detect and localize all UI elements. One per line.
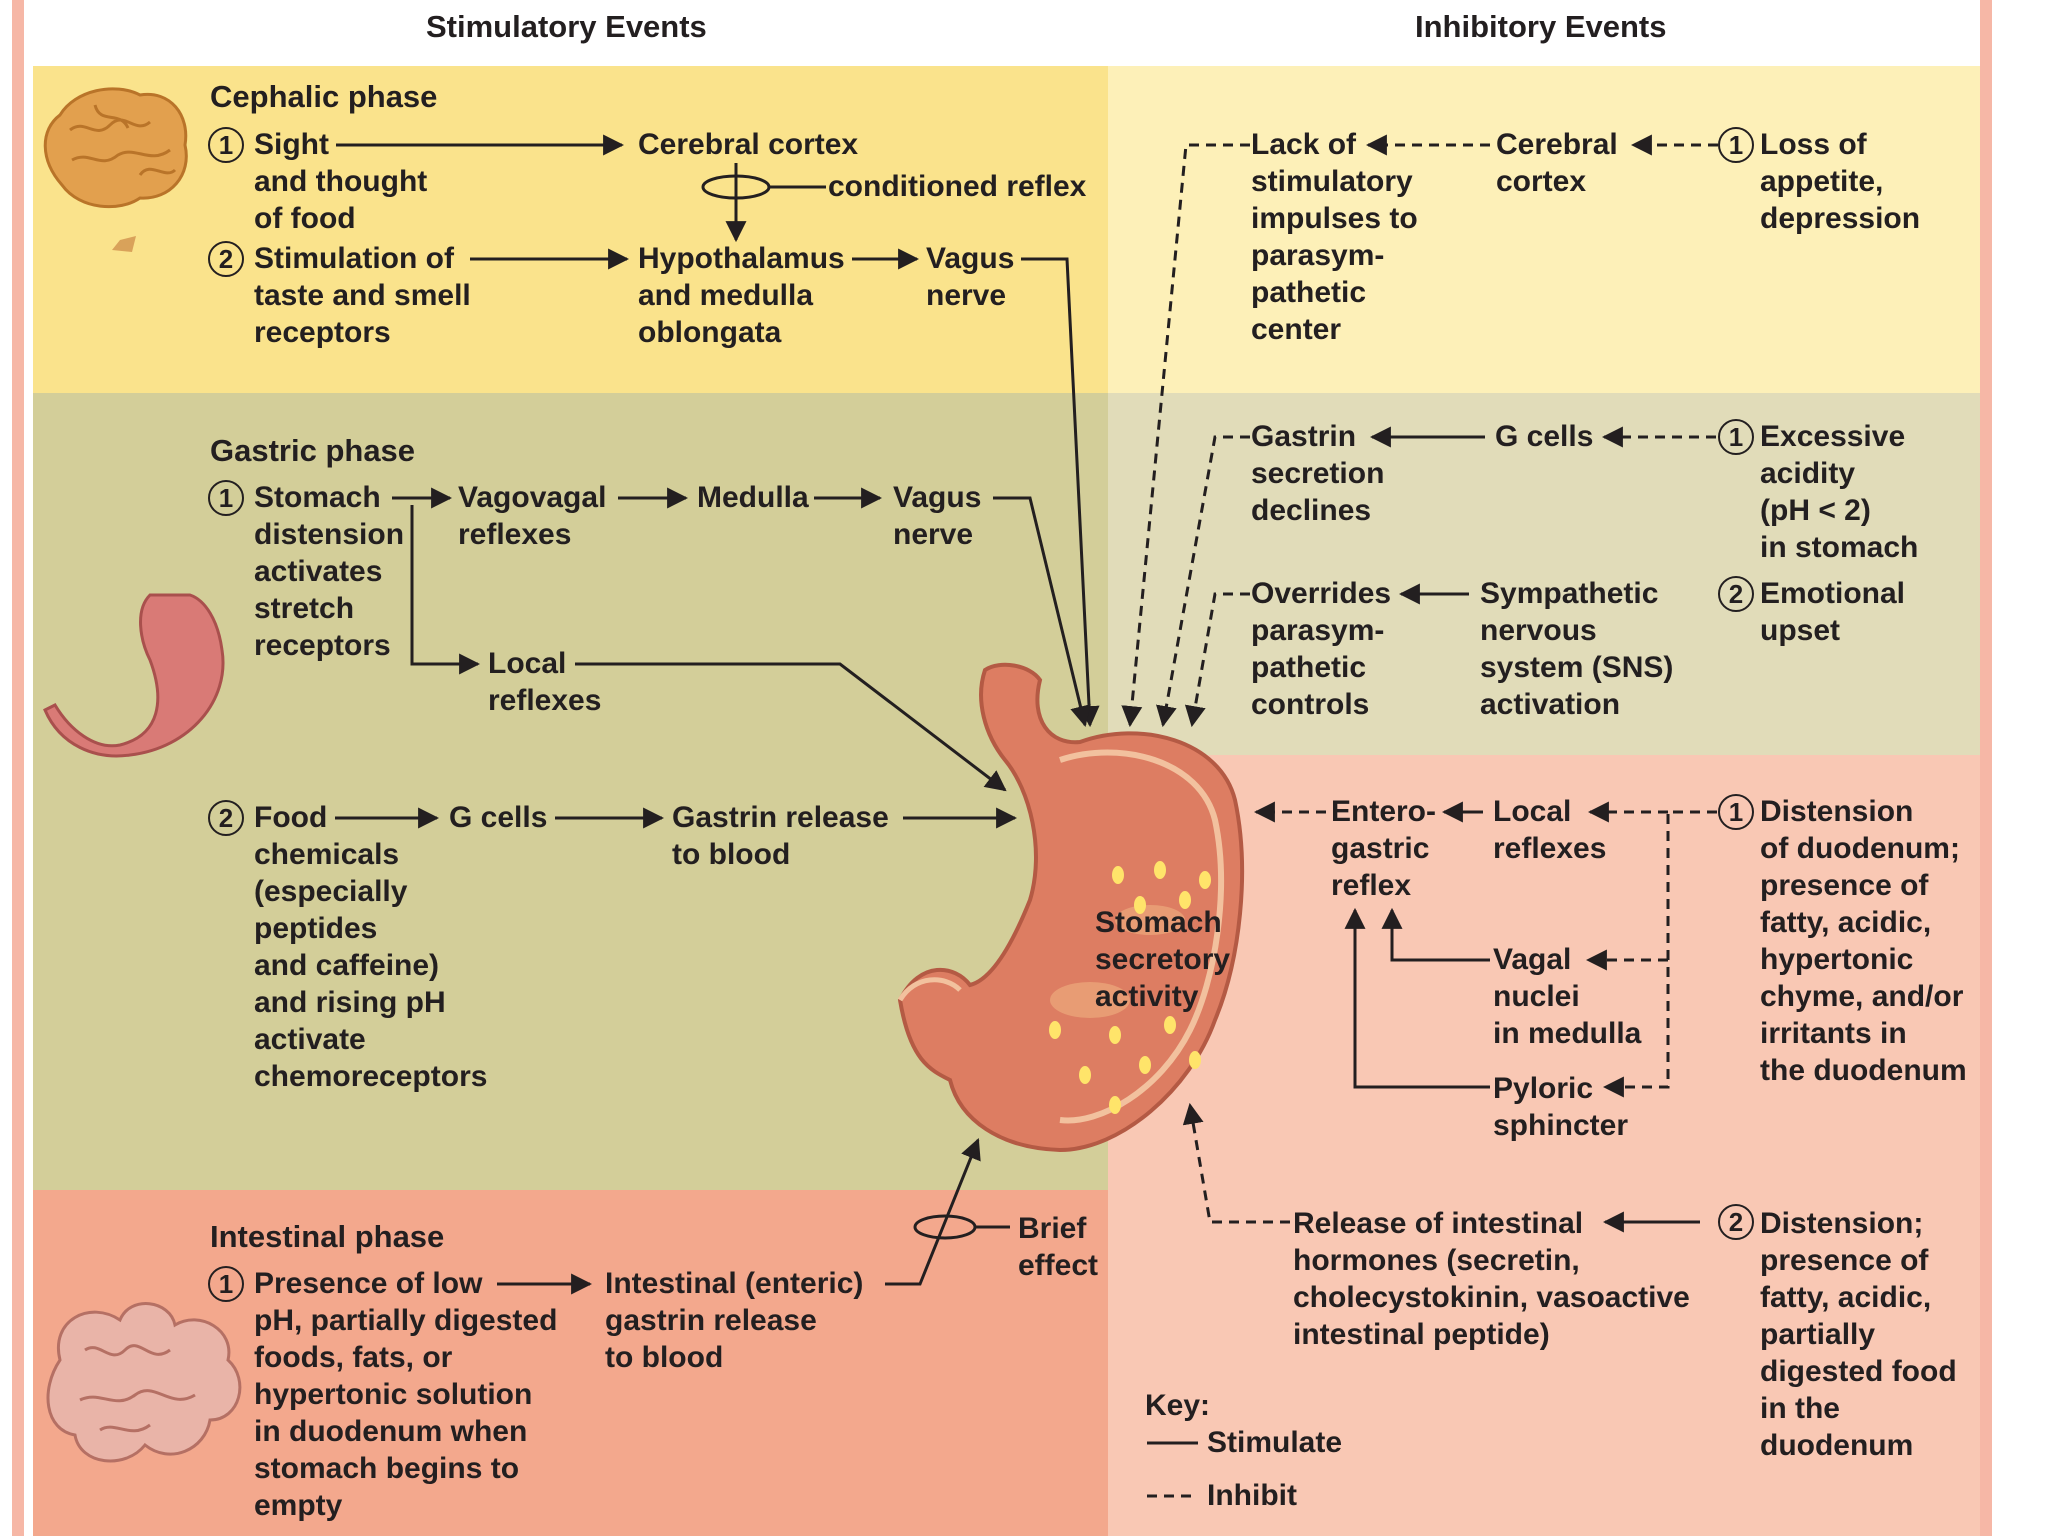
- enterogastric-reflex-text: Entero- gastric reflex: [1331, 795, 1436, 902]
- step-2-badge: 2: [1718, 1204, 1754, 1240]
- step-1-badge: 1: [208, 127, 244, 163]
- intestine-icon: [46, 1302, 242, 1463]
- key-stimulate-label: Stimulate: [1207, 1426, 1343, 1459]
- step-2-badge: 2: [1718, 576, 1754, 612]
- intestinal-gastrin-text: Intestinal (enteric) gastrin release to …: [605, 1267, 864, 1374]
- cephalic-stimulatory-panel: [33, 66, 1108, 393]
- inhibitory-cerebral-cortex-text: Cerebral cortex: [1496, 128, 1618, 198]
- brief-effect-text: Brief effect: [1018, 1212, 1099, 1282]
- emotional-upset-text: Emotional upset: [1760, 577, 1906, 647]
- intestinal-local-reflexes-text: Local reflexes: [1493, 795, 1607, 865]
- sight-and-thought-text: Sight and thought of food: [254, 128, 428, 235]
- stomach-illustration: [897, 662, 1245, 1153]
- sympathetic-text: Sympathetic nervous system (SNS) activat…: [1480, 577, 1674, 721]
- gastrin-declines-text: Gastrin secretion declines: [1251, 420, 1385, 527]
- cephalic-phase-title: Cephalic phase: [210, 79, 438, 114]
- stomach-secretory-activity-label: Stomach secretory activity: [1095, 906, 1231, 1013]
- right-edge-bar: [1980, 0, 1992, 1536]
- food-chemicals-text: Food chemicals (especially peptides and …: [254, 801, 488, 1093]
- step-1-badge: 1: [1718, 419, 1754, 455]
- vagal-nuclei-text: Vagal nuclei in medulla: [1493, 943, 1642, 1050]
- taste-smell-text: Stimulation of taste and smell receptors: [254, 242, 471, 349]
- conditioned-reflex-text: conditioned reflex: [828, 170, 1087, 203]
- gastric-phase-title: Gastric phase: [210, 433, 416, 468]
- g-cells-text: G cells: [449, 801, 548, 834]
- step-1-badge: 1: [208, 1266, 244, 1302]
- inhibitory-g-cells-text: G cells: [1495, 420, 1594, 453]
- brain-icon: [43, 87, 188, 252]
- hypothalamus-text: Hypothalamus and medulla oblongata: [638, 242, 845, 349]
- loss-of-appetite-text: Loss of appetite, depression: [1760, 128, 1921, 235]
- gastric-local-reflexes-text: Local reflexes: [488, 647, 602, 717]
- cephalic-vagus-text: Vagus nerve: [926, 242, 1015, 312]
- step-1-badge: 1: [1718, 127, 1754, 163]
- intestinal-inhibitory-panel: [1108, 755, 1980, 1536]
- left-edge-bar: [12, 0, 24, 1536]
- step-2-badge: 2: [208, 241, 244, 277]
- gastric-inhibitory-panel: [1108, 393, 1980, 755]
- cephalic-inhibitory-panel: [1108, 66, 1980, 393]
- step-1-badge: 1: [1718, 794, 1754, 830]
- medulla-text: Medulla: [697, 481, 809, 514]
- vagovagal-reflexes-text: Vagovagal reflexes: [458, 481, 607, 551]
- distension-presence-text: Distension; presence of fatty, acidic, p…: [1760, 1207, 1957, 1462]
- inhibitory-events-header: Inhibitory Events: [1415, 9, 1667, 44]
- pyloric-sphincter-text: Pyloric sphincter: [1493, 1072, 1629, 1142]
- gastrin-release-text: Gastrin release to blood: [672, 801, 889, 871]
- step-2-badge: 2: [208, 800, 244, 836]
- step-1-badge: 1: [208, 480, 244, 516]
- overrides-text: Overrides parasym- pathetic controls: [1251, 577, 1392, 721]
- cerebral-cortex-text: Cerebral cortex: [638, 128, 859, 161]
- presence-of-low-ph-text: Presence of low pH, partially digested f…: [254, 1267, 558, 1522]
- lack-of-impulses-text: Lack of stimulatory impulses to parasym-…: [1251, 128, 1418, 346]
- key-title: Key:: [1145, 1389, 1211, 1422]
- gastric-vagus-text: Vagus nerve: [893, 481, 982, 551]
- intestinal-phase-title: Intestinal phase: [210, 1219, 445, 1254]
- intestinal-hormones-text: Release of intestinal hormones (secretin…: [1293, 1207, 1690, 1351]
- stomach-distension-text: Stomach distension activates stretch rec…: [254, 481, 405, 662]
- stimulatory-events-header: Stimulatory Events: [426, 9, 707, 44]
- excessive-acidity-text: Excessive acidity (pH < 2) in stomach: [1760, 420, 1919, 564]
- small-stomach-icon: [43, 593, 225, 758]
- duodenum-distension-text: Distension of duodenum; presence of fatt…: [1760, 795, 1967, 1087]
- key-inhibit-label: Inhibit: [1207, 1479, 1297, 1512]
